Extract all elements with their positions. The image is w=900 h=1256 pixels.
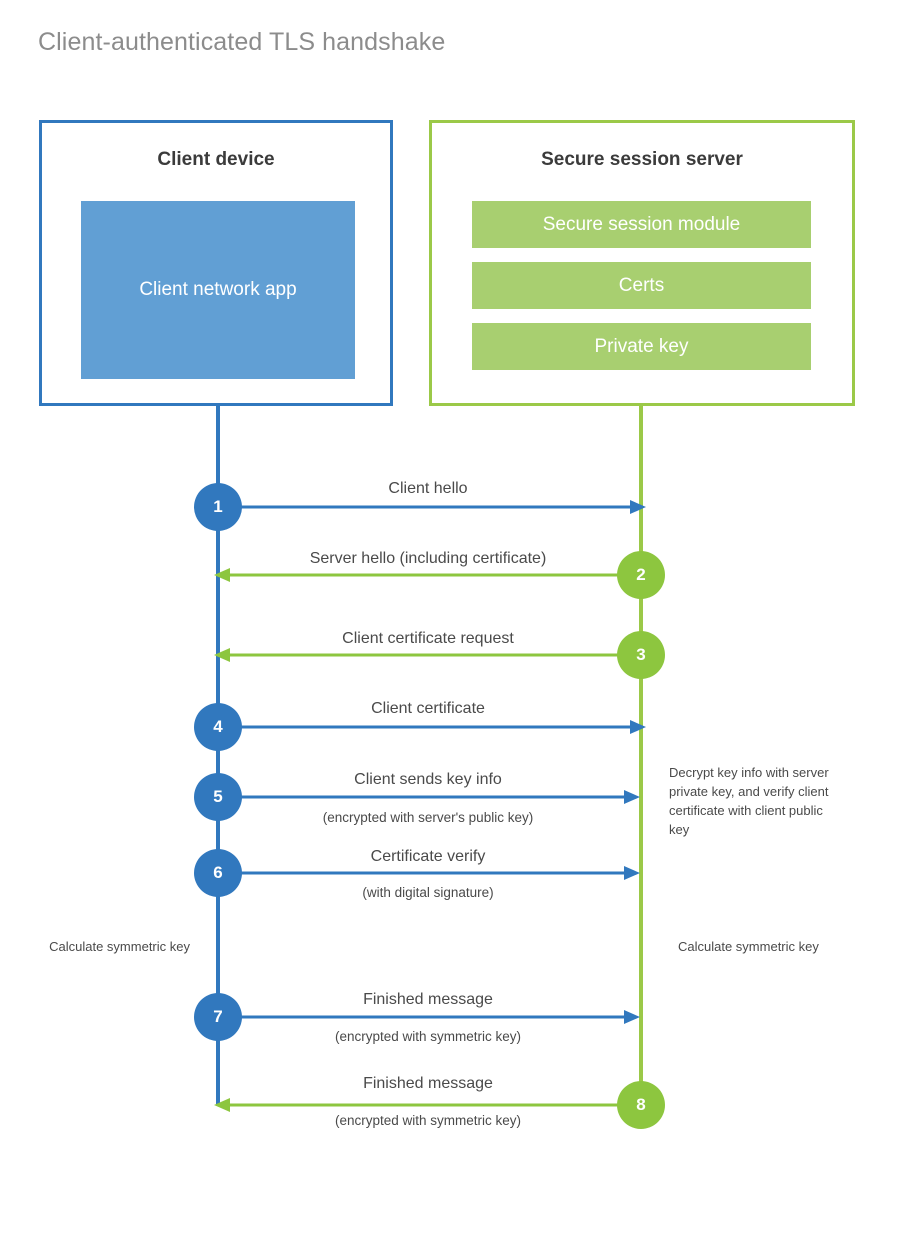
step-sublabel-6: (with digital signature) [362, 885, 494, 900]
server-decrypt-note: Decrypt key info with server private key… [669, 765, 829, 837]
arrow-step-2 [214, 568, 641, 582]
server-component-certs: Certs [472, 262, 811, 309]
client-device-title: Client device [157, 149, 275, 170]
step-circle-6 [194, 849, 242, 897]
secure-session-server-box: Secure session server Secure session mod… [429, 120, 855, 406]
page-title: Client-authenticated TLS handshake [38, 28, 446, 56]
step-circle-3 [617, 631, 665, 679]
step-circle-8 [617, 1081, 665, 1129]
server-calculate-symmetric-key-note: Calculate symmetric key [678, 939, 819, 954]
arrow-step-5 [218, 790, 640, 804]
step-sublabel-7: (encrypted with symmetric key) [334, 1029, 522, 1044]
step-label-2: Server hello (including certificate) [309, 550, 547, 567]
step-label-5: Client sends key info [354, 771, 502, 788]
arrow-step-6 [218, 866, 640, 880]
arrow-step-1 [218, 500, 646, 514]
arrow-step-4 [218, 720, 646, 734]
step-label-3: Client certificate request [342, 630, 514, 647]
step-circle-2 [617, 551, 665, 599]
step-sublabel-5: (encrypted with server's public key) [322, 810, 534, 825]
arrow-step-8 [214, 1098, 641, 1112]
arrow-step-3 [214, 648, 641, 662]
arrow-step-7 [218, 1010, 640, 1024]
secure-session-server-title: Secure session server [541, 149, 743, 170]
client-calculate-symmetric-key-note: Calculate symmetric key [49, 939, 190, 954]
step-circle-1 [194, 483, 242, 531]
step-label-6: Certificate verify [370, 848, 486, 865]
step-sublabel-8: (encrypted with symmetric key) [334, 1113, 522, 1128]
client-network-app-block: Client network app [81, 201, 355, 379]
step-label-8: Finished message [363, 1075, 493, 1092]
step-label-1: Client hello [388, 480, 468, 497]
server-component-private-key: Private key [472, 323, 811, 370]
server-component-secure-session-module: Secure session module [472, 201, 811, 248]
client-device-box: Client device Client network app [39, 120, 393, 406]
step-label-4: Client certificate [371, 700, 485, 717]
step-circle-5 [194, 773, 242, 821]
step-label-7: Finished message [363, 991, 493, 1008]
step-circle-4 [194, 703, 242, 751]
step-circle-7 [194, 993, 242, 1041]
